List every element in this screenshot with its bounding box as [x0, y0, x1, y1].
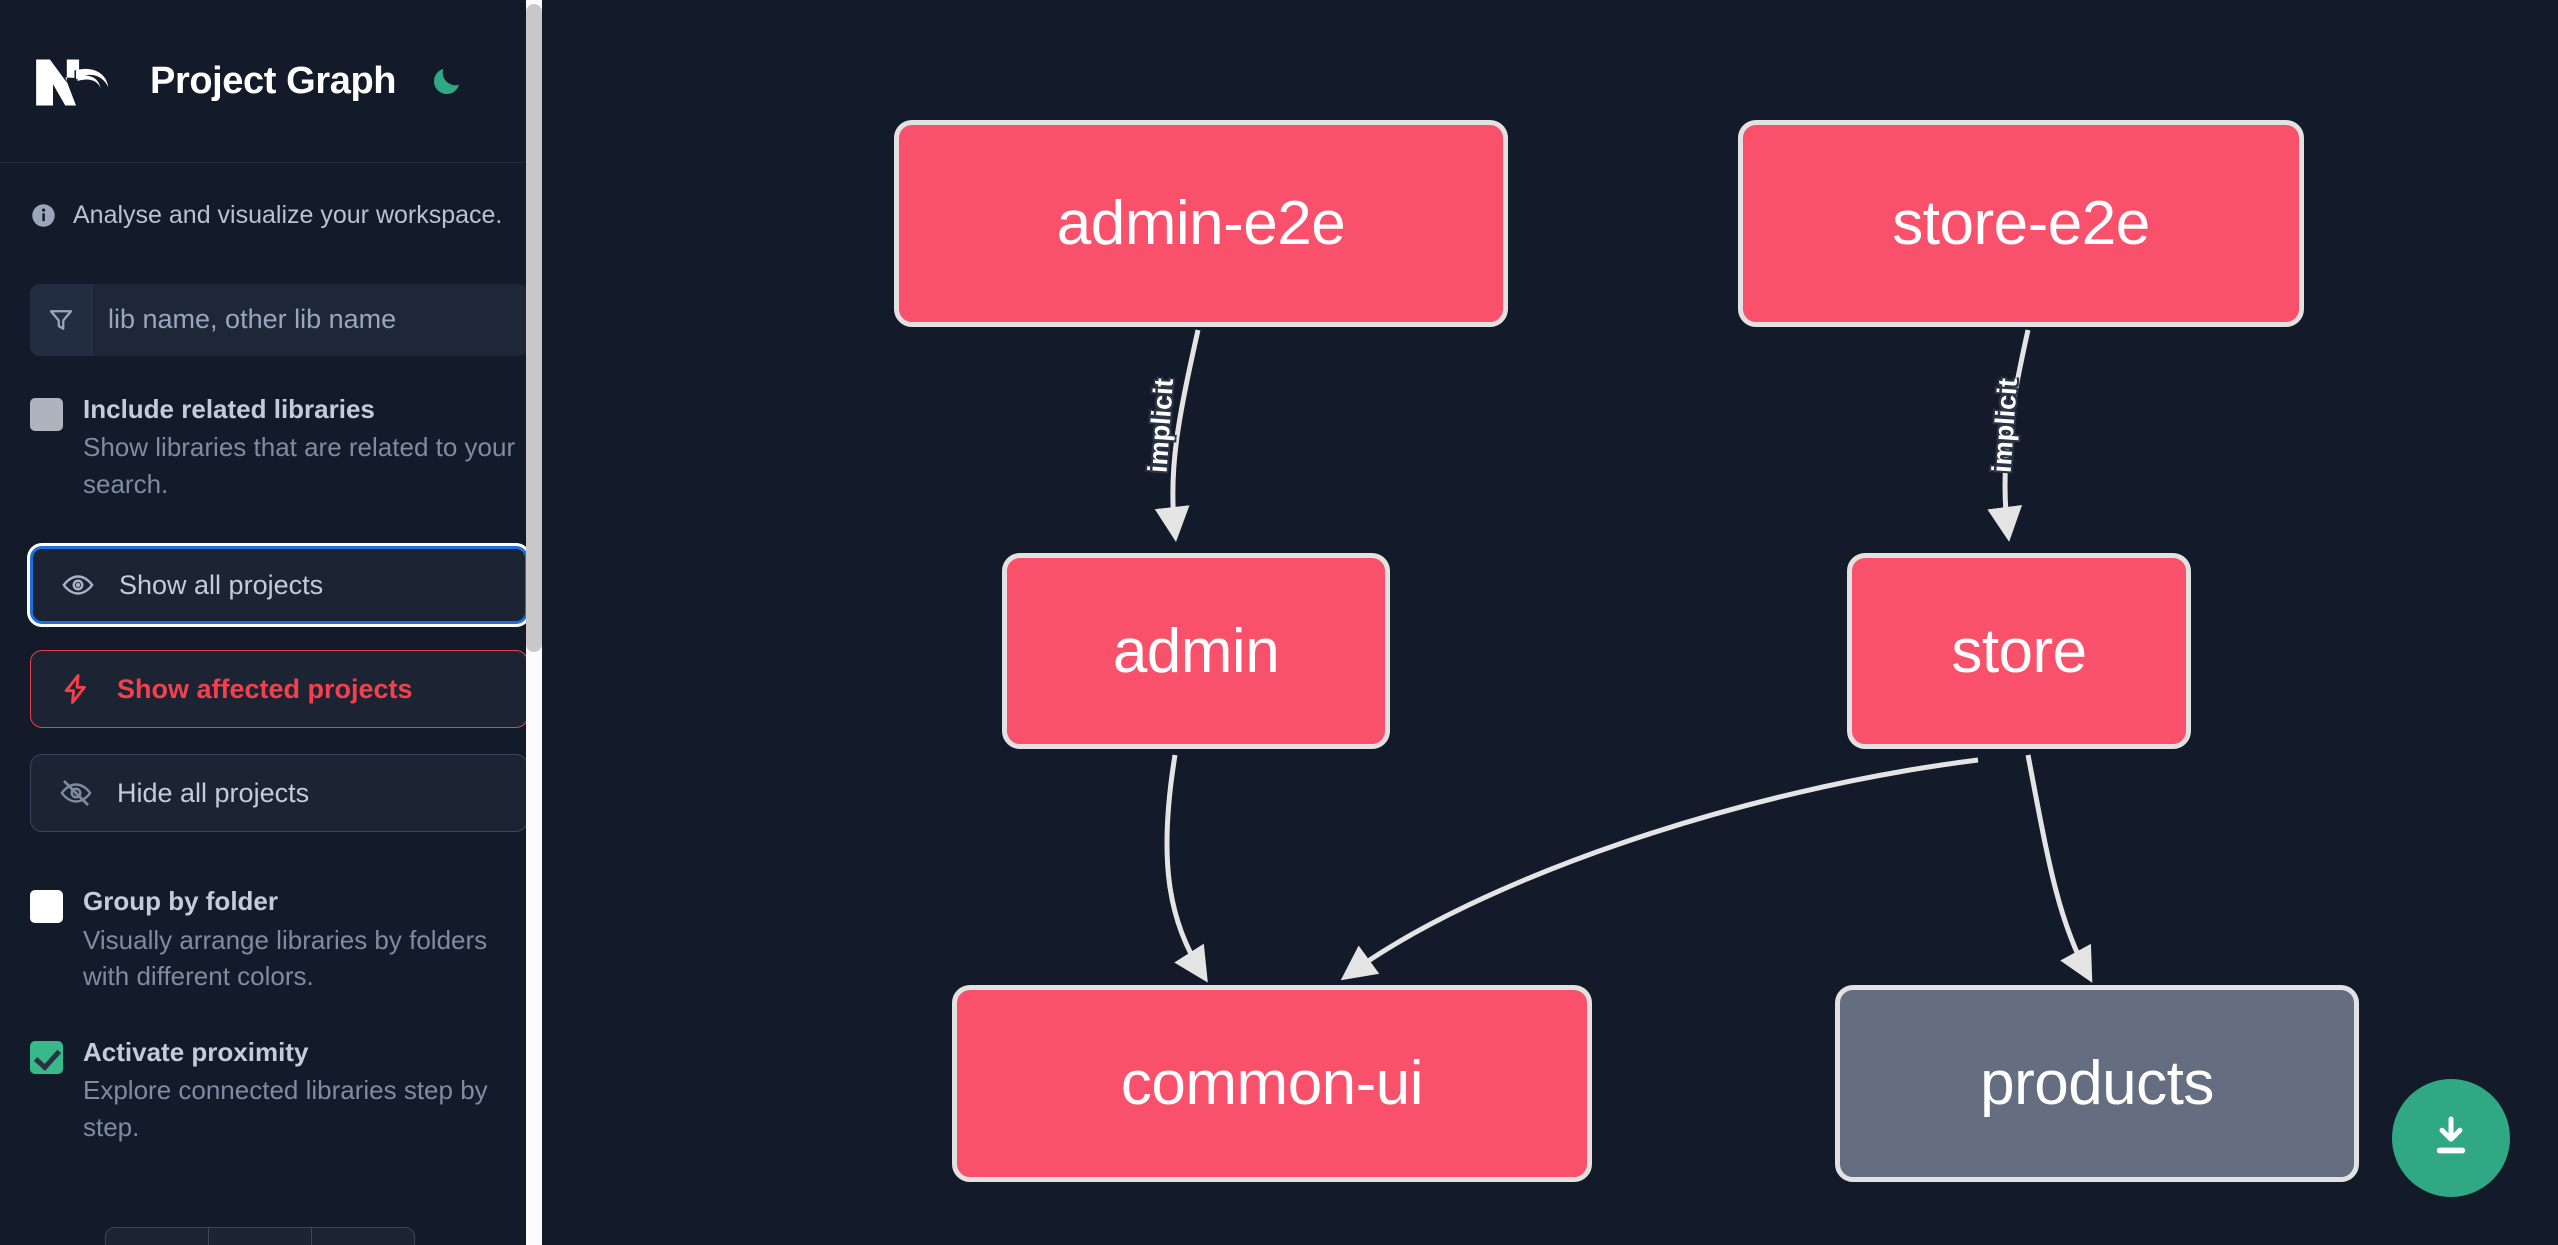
sidebar-content: Project Graph Analyse and visualize your… [0, 0, 558, 1245]
checkbox-group-by-folder-box[interactable] [30, 890, 63, 924]
lightning-icon [57, 670, 95, 708]
graph-node-admin-e2e[interactable]: admin-e2e [894, 120, 1508, 327]
eye-icon [59, 566, 97, 604]
info-icon [30, 202, 57, 229]
download-icon [2424, 1110, 2478, 1167]
moon-icon[interactable] [426, 60, 468, 102]
edge-store-e2e-to-store [1987, 329, 2031, 542]
graph-node-store-label: store [1951, 616, 2087, 686]
proximity-decrease-button[interactable] [106, 1228, 209, 1245]
checkbox-include-related-libraries-label: Include related libraries [83, 393, 375, 424]
checkbox-include-related-libraries[interactable]: Include related libraries Show libraries… [0, 392, 558, 503]
graph-node-admin-label: admin [1112, 616, 1280, 686]
show-all-projects-button[interactable]: Show all projects [30, 546, 528, 625]
search-field[interactable] [30, 283, 528, 356]
checkbox-include-related-libraries-box[interactable] [30, 397, 63, 431]
graph-edges-layer [1154, 329, 2093, 983]
checkbox-activate-proximity-box[interactable] [30, 1041, 63, 1075]
edge-store-to-common-ui [1340, 757, 1979, 981]
graph-node-store-e2e-label: store-e2e [1892, 189, 2150, 258]
show-all-projects-label: Show all projects [119, 569, 324, 600]
info-text: Analyse and visualize your workspace. [73, 201, 503, 229]
checkbox-group-by-folder-description: Visually arrange libraries by folders wi… [83, 924, 488, 992]
graph-node-common-ui-label: common-ui [1120, 1049, 1424, 1118]
proximity-increase-button[interactable] [312, 1228, 414, 1245]
show-affected-projects-label: Show affected projects [117, 673, 413, 704]
edge-store-to-products [2025, 754, 2093, 983]
hide-all-projects-button[interactable]: Hide all projects [30, 754, 528, 833]
graph-node-products-label: products [1980, 1049, 2214, 1118]
sidebar-scrollbar-thumb[interactable] [526, 4, 542, 652]
graph-canvas[interactable]: admin-e2e store-e2e admin store common-u… [558, 0, 2558, 1245]
graph-node-store-e2e[interactable]: store-e2e [1738, 120, 2304, 327]
graph-node-admin-e2e-label: admin-e2e [1056, 189, 1346, 258]
project-visibility-buttons: Show all projects Show affected projects [30, 546, 528, 833]
download-graph-button[interactable] [2392, 1079, 2510, 1197]
edge-label-store-e2e-implicit: implicit [1986, 377, 2024, 474]
checkbox-group-by-folder-label: Group by folder [83, 886, 278, 917]
sidebar: Project Graph Analyse and visualize your… [0, 0, 558, 1245]
graph-node-common-ui[interactable]: common-ui [952, 985, 1592, 1182]
graph-node-products[interactable]: products [1835, 985, 2359, 1182]
page-title: Project Graph [150, 59, 397, 102]
sidebar-right-edge [542, 0, 558, 1245]
checkbox-group-by-folder[interactable]: Group by folder Visually arrange librari… [0, 884, 558, 995]
graph-node-store[interactable]: store [1847, 553, 2191, 749]
filter-icon [30, 283, 92, 356]
edge-label-admin-e2e-implicit: implicit [1142, 377, 1180, 474]
eye-off-icon [57, 774, 95, 812]
info-banner: Analyse and visualize your workspace. [0, 163, 558, 232]
checkbox-activate-proximity-description: Explore connected libraries step by step… [83, 1075, 488, 1143]
search-input[interactable] [92, 283, 528, 356]
sidebar-header: Project Graph [0, 0, 558, 163]
edge-admin-to-common-ui [1164, 754, 1208, 983]
edge-admin-e2e-to-admin [1154, 329, 1201, 542]
graph-node-admin[interactable]: admin [1002, 553, 1390, 749]
checkbox-activate-proximity[interactable]: Activate proximity Explore connected lib… [0, 1035, 558, 1146]
hide-all-projects-label: Hide all projects [117, 777, 310, 808]
show-affected-projects-button[interactable]: Show affected projects [30, 650, 528, 729]
proximity-value [209, 1228, 312, 1245]
proximity-stepper-control[interactable] [105, 1227, 415, 1245]
checkbox-include-related-libraries-description: Show libraries that are related to your … [83, 431, 516, 499]
checkbox-activate-proximity-label: Activate proximity [83, 1037, 309, 1068]
nx-logo [30, 50, 122, 112]
